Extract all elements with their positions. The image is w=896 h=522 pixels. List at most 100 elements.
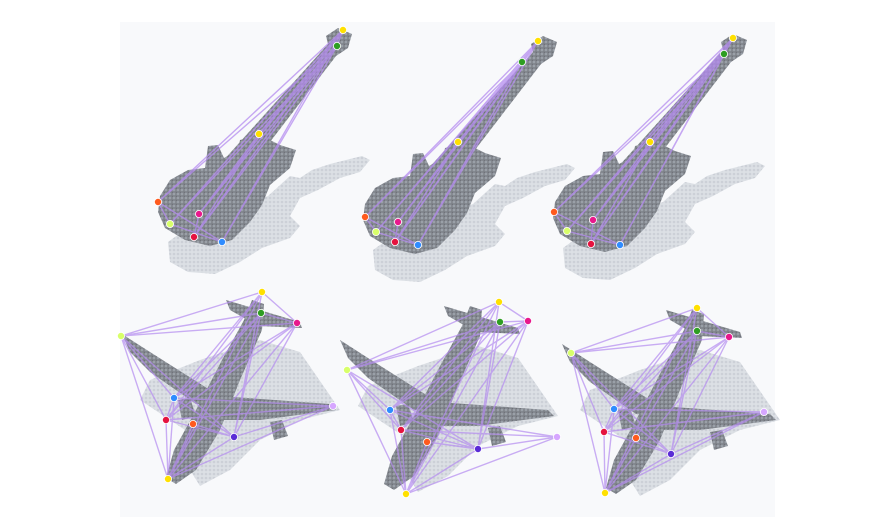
correspondence-line bbox=[198, 29, 344, 215]
correspondence-line bbox=[346, 369, 479, 450]
keypoint bbox=[601, 488, 610, 497]
correspondence-line bbox=[570, 352, 605, 433]
correspondence-line bbox=[499, 320, 529, 323]
keypoint bbox=[292, 318, 301, 327]
correspondence-line bbox=[173, 322, 298, 399]
correspondence-line bbox=[157, 45, 338, 203]
keypoint bbox=[473, 444, 482, 453]
keypoint bbox=[518, 58, 527, 67]
correspondence-line bbox=[477, 321, 501, 450]
correspondence-line bbox=[173, 291, 263, 399]
keypoint bbox=[422, 437, 431, 446]
correspondence-lines bbox=[570, 307, 765, 494]
correspondence-line bbox=[603, 431, 672, 455]
keypoint bbox=[163, 474, 172, 483]
correspondence-line bbox=[696, 307, 730, 338]
keypoint bbox=[589, 215, 598, 224]
guitar-panel-1 bbox=[153, 25, 370, 274]
correspondence-line bbox=[400, 320, 529, 431]
correspondence-line bbox=[400, 301, 500, 431]
correspondence-line bbox=[603, 411, 765, 433]
correspondence-line bbox=[570, 352, 615, 410]
correspondence-line bbox=[635, 437, 672, 455]
correspondence-line bbox=[592, 141, 651, 221]
keypoint bbox=[534, 37, 543, 46]
correspondence-line bbox=[394, 61, 523, 243]
correspondence-line bbox=[696, 330, 730, 338]
correspondence-line bbox=[167, 423, 194, 480]
correspondence-line bbox=[613, 408, 765, 413]
keypoint bbox=[254, 129, 263, 138]
correspondence-line bbox=[670, 411, 765, 455]
correspondence-line bbox=[192, 423, 235, 438]
correspondence-line bbox=[603, 408, 615, 433]
keypoint bbox=[401, 489, 410, 498]
airplane-right-wing bbox=[434, 402, 554, 426]
correspondence-line bbox=[553, 53, 725, 213]
guitar-shadow bbox=[563, 162, 765, 280]
correspondence-line bbox=[198, 45, 338, 215]
guitar-shadow bbox=[373, 164, 575, 282]
correspondence-line bbox=[613, 408, 672, 455]
correspondence-line bbox=[389, 301, 500, 411]
correspondence-line bbox=[603, 330, 698, 433]
correspondence-line bbox=[167, 436, 235, 480]
keypoint bbox=[194, 209, 203, 218]
correspondence-line bbox=[570, 352, 672, 455]
keypoint bbox=[342, 365, 351, 374]
correspondence-line bbox=[375, 61, 523, 233]
correspondence-line bbox=[346, 301, 500, 371]
correspondence-line bbox=[364, 61, 523, 218]
correspondence-line bbox=[120, 335, 169, 480]
correspondence-line bbox=[193, 133, 260, 238]
correspondence-lines bbox=[120, 291, 334, 480]
keypoint bbox=[332, 42, 341, 51]
correspondence-line bbox=[604, 307, 698, 494]
keypoint bbox=[610, 404, 619, 413]
correspondence-line bbox=[604, 437, 637, 494]
correspondence-line bbox=[375, 231, 419, 246]
correspondence-line bbox=[426, 441, 479, 450]
correspondence-line bbox=[405, 448, 479, 495]
correspondence-line bbox=[165, 405, 334, 421]
keypoint bbox=[390, 237, 399, 246]
correspondence-line bbox=[389, 409, 479, 450]
keypoint bbox=[563, 226, 572, 235]
keypoint bbox=[217, 237, 226, 246]
correspondence-lines bbox=[364, 40, 539, 246]
keypoint bbox=[453, 137, 462, 146]
keypoint bbox=[720, 50, 729, 59]
correspondence-line bbox=[400, 429, 558, 438]
correspondence-lines bbox=[553, 37, 734, 246]
correspondence-line bbox=[405, 301, 500, 495]
correspondence-line bbox=[417, 61, 523, 246]
correspondence-lines bbox=[157, 29, 344, 243]
keypoint bbox=[328, 401, 337, 410]
keypoint bbox=[338, 25, 347, 34]
correspondence-line bbox=[167, 312, 262, 480]
correspondence-line bbox=[397, 141, 459, 223]
correspondence-line bbox=[167, 405, 334, 480]
keypoint bbox=[396, 425, 405, 434]
keypoint bbox=[667, 449, 676, 458]
correspondence-line bbox=[169, 223, 223, 243]
guitar-panel-2 bbox=[360, 36, 575, 282]
keypoint bbox=[153, 197, 162, 206]
keypoint bbox=[385, 405, 394, 414]
correspondence-line bbox=[169, 45, 338, 225]
keypoint bbox=[495, 317, 504, 326]
keypoint bbox=[169, 393, 178, 402]
correspondence-line bbox=[157, 29, 344, 203]
correspondence-line bbox=[346, 369, 407, 495]
correspondence-line bbox=[477, 436, 558, 450]
keypoint bbox=[646, 137, 655, 146]
correspondence-line bbox=[592, 53, 725, 221]
keypoint bbox=[693, 326, 702, 335]
correspondence-line bbox=[400, 429, 479, 450]
correspondence-line bbox=[198, 133, 260, 215]
keypoint bbox=[616, 240, 625, 249]
correspondence-line bbox=[604, 411, 765, 494]
correspondence-line bbox=[498, 301, 529, 322]
